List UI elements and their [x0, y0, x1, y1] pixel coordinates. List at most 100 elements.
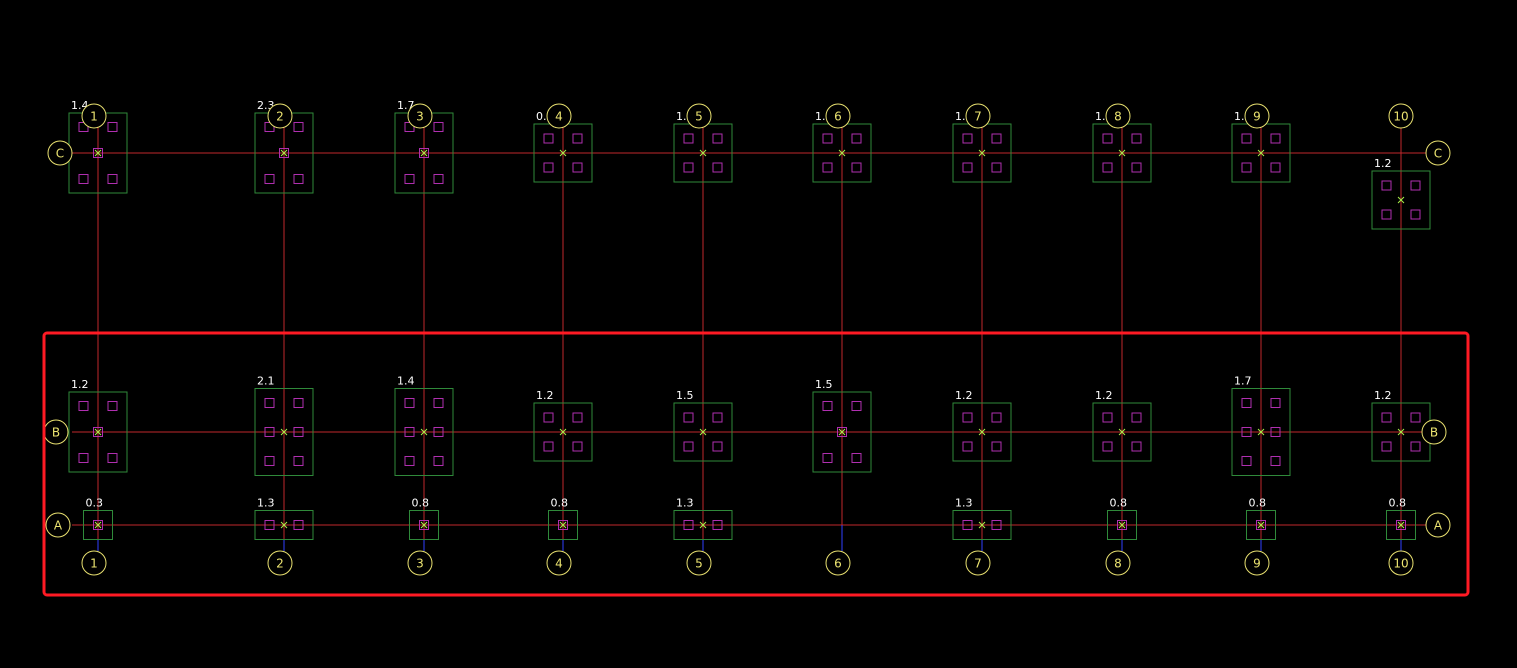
- footing-B-6-center-mark: [837, 427, 847, 437]
- footing-C-2-pile-3: [264, 174, 275, 184]
- footing-A-2-pile-1: [264, 520, 275, 530]
- footing-A-8-outline[interactable]: [1107, 510, 1137, 540]
- footing-B-5-pile-4: [712, 441, 723, 452]
- footing-C-8-pile-2: [1131, 133, 1142, 144]
- footing-A-2-center-mark: [280, 521, 288, 529]
- grid-bubble-right-A[interactable]: [1425, 512, 1451, 538]
- grid-bubble-bottom-9[interactable]: [1244, 550, 1270, 576]
- footing-B-8-outline[interactable]: [1092, 402, 1152, 462]
- footing-B-3-pile-4: [433, 427, 444, 437]
- grid-bubble-bottom-1[interactable]: [81, 550, 107, 576]
- footing-A-1-outline[interactable]: [83, 510, 113, 540]
- footing-B-5-center-mark: [699, 428, 707, 436]
- footing-B-3-outline[interactable]: [394, 388, 454, 476]
- footing-A-10-label: 0.8: [1389, 497, 1407, 510]
- grid-bubble-top-6[interactable]: [825, 103, 851, 129]
- footing-C-10-outline[interactable]: [1371, 170, 1431, 230]
- center-mark-line-b: [1397, 521, 1405, 529]
- footing-B-3-center-mark: [420, 428, 428, 436]
- center-mark-line-b: [1397, 428, 1405, 436]
- footing-A-10-center-mark: [1396, 520, 1406, 530]
- footing-A-4-outline[interactable]: [548, 510, 578, 540]
- center-box: [93, 520, 103, 530]
- grid-bubble-top-7[interactable]: [965, 103, 991, 129]
- grid-bubble-bottom-7[interactable]: [965, 550, 991, 576]
- footing-C-2-center-mark: [279, 148, 289, 158]
- center-mark-line-b: [94, 149, 102, 157]
- grid-bubble-top-9-text: 9: [1253, 110, 1261, 124]
- center-box: [419, 148, 429, 158]
- footing-B-2-pile-1: [264, 398, 275, 408]
- grid-bubble-top-4[interactable]: [546, 103, 572, 129]
- grid-bubble-top-2[interactable]: [267, 103, 293, 129]
- footing-A-9-outline[interactable]: [1246, 510, 1276, 540]
- grid-bubble-bottom-6-text: 6: [834, 557, 842, 571]
- footing-A-1-label: 0.3: [86, 497, 104, 510]
- grid-bubble-top-10[interactable]: [1388, 103, 1414, 129]
- grid-bubble-left-C[interactable]: [47, 140, 73, 166]
- footing-A-5-outline[interactable]: [673, 510, 733, 540]
- center-mark-line-b: [559, 149, 567, 157]
- center-box: [93, 427, 103, 437]
- footing-C-3-pile-2: [433, 122, 444, 132]
- grid-bubble-bottom-9-text: 9: [1253, 557, 1261, 571]
- center-mark-line-b: [1118, 149, 1126, 157]
- footing-B-9-outline[interactable]: [1231, 388, 1291, 476]
- footing-C-10-pile-3: [1381, 209, 1392, 220]
- center-box: [558, 520, 568, 530]
- footing-B-10-pile-4: [1410, 441, 1421, 452]
- footing-B-8-pile-3: [1102, 441, 1113, 452]
- footing-B-1-pile-3: [78, 453, 89, 463]
- footing-B-4-outline[interactable]: [533, 402, 593, 462]
- footing-B-3-pile-2: [433, 398, 444, 408]
- footing-C-8-center-mark: [1118, 149, 1126, 157]
- grid-bubble-bottom-4[interactable]: [546, 550, 572, 576]
- footing-B-4-pile-1: [543, 412, 554, 423]
- selection-rectangle[interactable]: [42, 331, 1470, 597]
- center-mark-line-b: [420, 149, 428, 157]
- footing-A-3-outline[interactable]: [409, 510, 439, 540]
- grid-bubble-left-C-text: C: [56, 147, 64, 161]
- grid-bubble-bottom-2[interactable]: [267, 550, 293, 576]
- footing-A-2-outline[interactable]: [254, 510, 314, 540]
- footing-A-7-pile-2: [991, 520, 1002, 530]
- footing-B-7-outline[interactable]: [952, 402, 1012, 462]
- grid-bubble-bottom-10[interactable]: [1388, 550, 1414, 576]
- grid-bubble-right-B[interactable]: [1421, 419, 1447, 445]
- footing-A-10-outline[interactable]: [1386, 510, 1416, 540]
- footing-B-2-pile-6: [293, 456, 304, 466]
- footing-A-7-outline[interactable]: [952, 510, 1012, 540]
- center-box: [1396, 520, 1406, 530]
- grid-bubble-bottom-5[interactable]: [686, 550, 712, 576]
- footing-B-1-outline[interactable]: [68, 391, 128, 473]
- grid-bubble-top-8[interactable]: [1105, 103, 1131, 129]
- grid-bubble-bottom-3[interactable]: [407, 550, 433, 576]
- center-box: [1117, 520, 1127, 530]
- footing-B-6-outline[interactable]: [812, 391, 872, 473]
- footing-B-6-label: 1.5: [815, 378, 833, 391]
- center-box: [419, 520, 429, 530]
- grid-bubble-bottom-8[interactable]: [1105, 550, 1131, 576]
- footing-A-7-pile-1: [962, 520, 973, 530]
- footing-C-10-label: 1.2: [1374, 157, 1392, 170]
- grid-bubble-top-1[interactable]: [81, 103, 107, 129]
- center-mark-line-b: [1257, 428, 1265, 436]
- footing-A-8-center-mark: [1117, 520, 1127, 530]
- footing-B-6-pile-3: [822, 453, 833, 463]
- footing-A-5-label: 1.3: [676, 497, 694, 510]
- footing-C-10-center-mark: [1397, 196, 1405, 204]
- footing-C-7-center-mark: [978, 149, 986, 157]
- grid-bubble-bottom-6[interactable]: [825, 550, 851, 576]
- footing-B-2-outline[interactable]: [254, 388, 314, 476]
- grid-bubble-right-C[interactable]: [1425, 140, 1451, 166]
- footing-C-2-pile-2: [293, 122, 304, 132]
- grid-bubble-left-A[interactable]: [45, 512, 71, 538]
- center-box: [837, 427, 847, 437]
- grid-bubble-top-9[interactable]: [1244, 103, 1270, 129]
- grid-bubble-top-3[interactable]: [407, 103, 433, 129]
- footing-B-5-outline[interactable]: [673, 402, 733, 462]
- footing-C-1-pile-4: [107, 174, 118, 184]
- grid-bubble-top-5[interactable]: [686, 103, 712, 129]
- footing-B-6-pile-4: [851, 453, 862, 463]
- footing-A-1-center-mark: [93, 520, 103, 530]
